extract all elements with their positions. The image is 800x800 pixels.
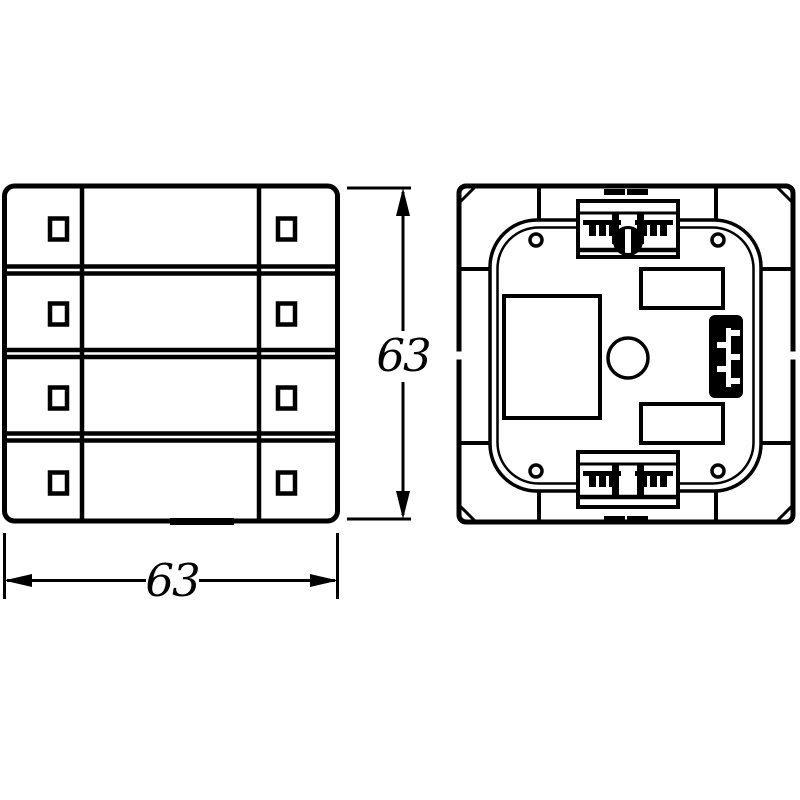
corner-chamfers: [457, 184, 795, 524]
screw-holes: [528, 232, 726, 479]
terminal-clamp-right: [635, 212, 673, 244]
connector-pin: [730, 330, 740, 336]
led-window: [275, 385, 298, 411]
height-dimension-label: 63: [376, 329, 430, 382]
led-window: [275, 470, 298, 496]
terminal-clamp-right: [635, 463, 673, 495]
connector-pin: [730, 354, 740, 360]
screw-hole: [528, 463, 544, 479]
terminal-clamp-left: [583, 463, 621, 495]
screw-hole: [528, 232, 544, 248]
programming-connector: [709, 315, 743, 398]
screw-hole: [710, 232, 726, 248]
rear-view: [455, 183, 797, 525]
led-window: [275, 301, 298, 327]
terminal-block-top: [576, 199, 680, 259]
led-window: [47, 385, 70, 411]
bus-screw: [613, 226, 643, 256]
terminal-clamp-left: [583, 212, 621, 244]
connector-pin: [730, 378, 740, 384]
arrow-down-icon: [396, 491, 410, 519]
center-opening: [606, 336, 650, 380]
led-windows: [47, 216, 298, 496]
led-window: [275, 216, 298, 242]
rocker-column-dividers: [79, 186, 262, 521]
width-dimension: 63: [3, 533, 339, 607]
terminal-block-bottom: [576, 450, 680, 509]
connector-pin: [717, 342, 727, 348]
height-dimension: 63: [347, 186, 432, 521]
led-window: [47, 301, 70, 327]
screw-hole: [710, 463, 726, 479]
component-bottom: [639, 402, 725, 445]
width-dimension-label: 63: [145, 554, 199, 607]
rocker-row-separators: [4, 264, 338, 443]
front-view: [2, 183, 340, 525]
led-window: [47, 216, 70, 242]
edge-notches: [455, 351, 797, 360]
component-top: [639, 267, 725, 310]
led-window: [47, 470, 70, 496]
component-large: [502, 294, 602, 420]
bottom-tab: [170, 518, 234, 525]
connector-pin: [717, 366, 727, 372]
mounting-tabs: [604, 189, 648, 522]
arrow-left-icon: [4, 574, 32, 587]
frame-segment-lines: [459, 186, 793, 522]
arrow-right-icon: [310, 574, 338, 587]
arrow-up-icon: [396, 188, 410, 216]
connector-spine: [726, 328, 731, 387]
